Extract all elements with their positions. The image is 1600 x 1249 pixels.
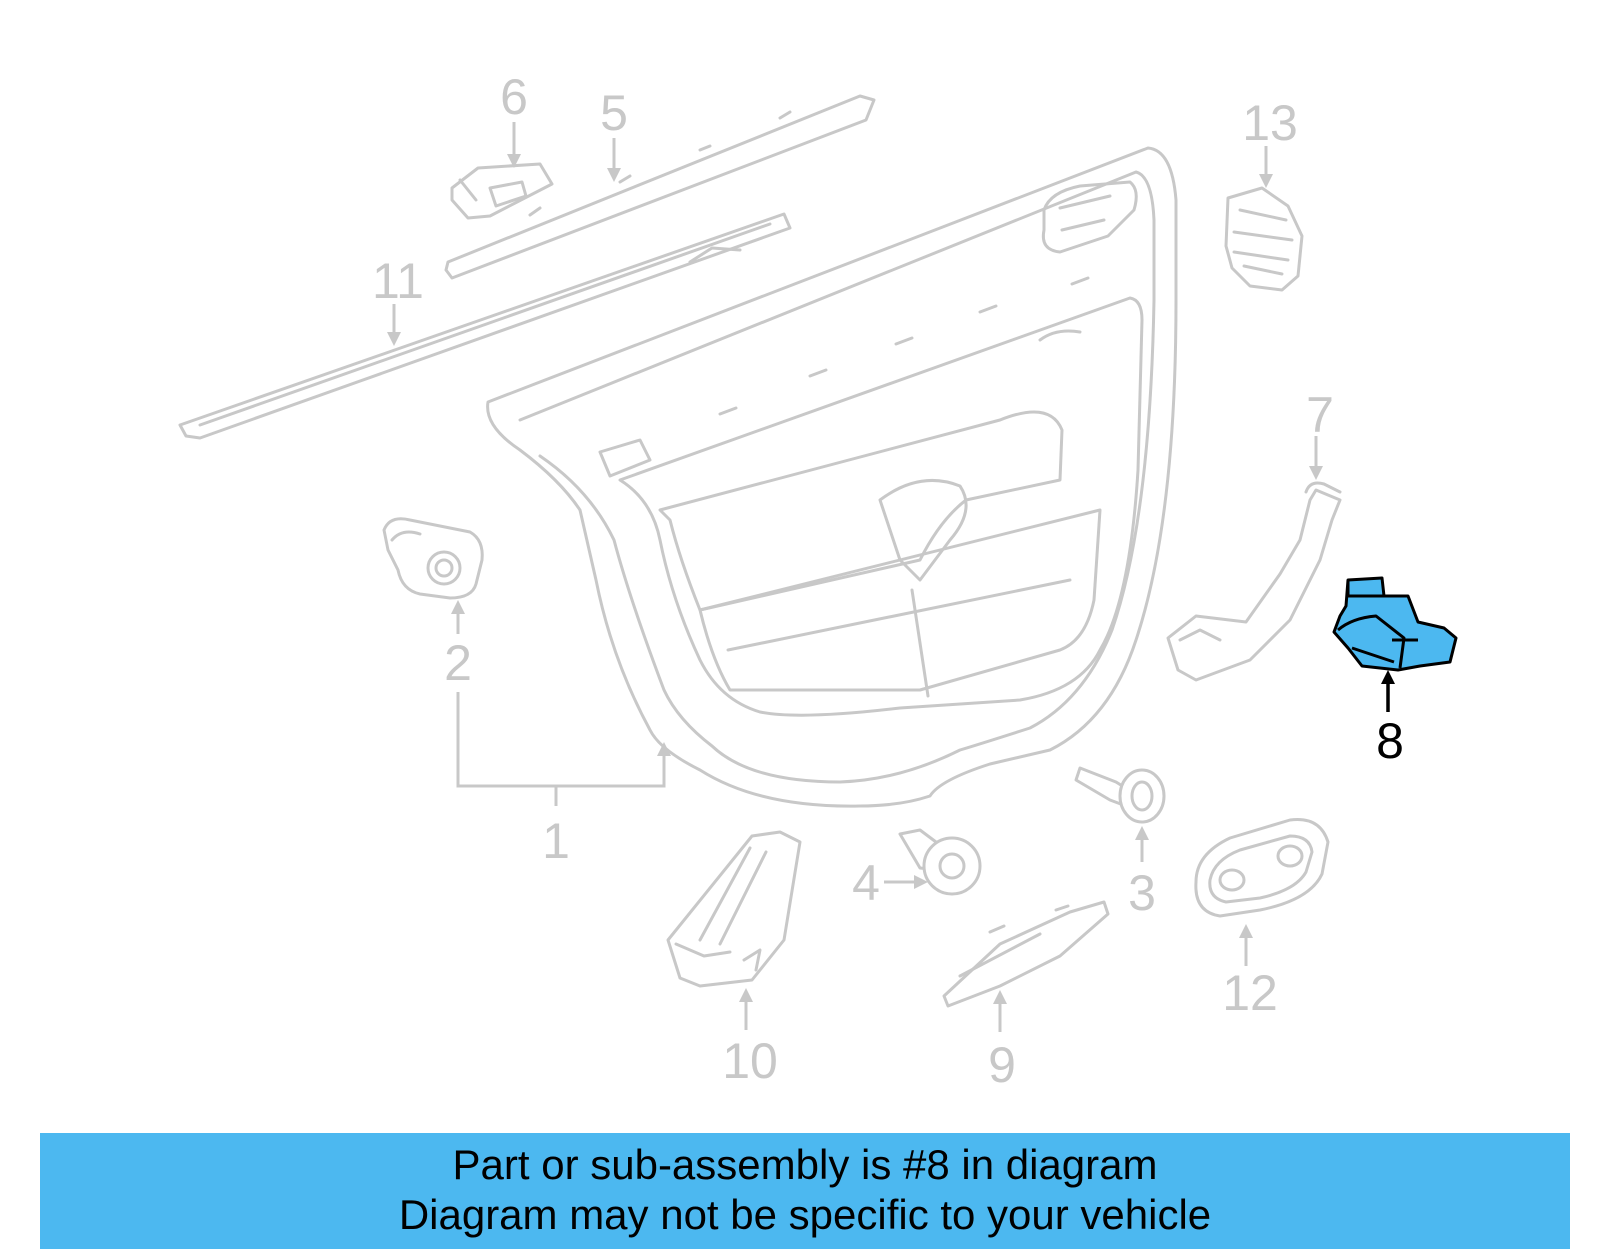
- callout-9: 9: [988, 1037, 1016, 1093]
- part-5-window-molding: [444, 94, 876, 280]
- part-10-armrest: [666, 830, 802, 988]
- callout-5: 5: [600, 85, 628, 141]
- part-1-door-trim-panel: [486, 146, 1178, 808]
- part-9-trim-insert: [942, 900, 1110, 1008]
- part-2-clip: [382, 517, 484, 600]
- callout-labels: 6 5 11 13 7 2 1 4 3 12 10 9 8: [372, 69, 1404, 1093]
- part-4-grommet: [898, 828, 982, 896]
- part-11-trim-strip: [178, 212, 792, 440]
- callout-8: 8: [1376, 713, 1404, 769]
- callout-1: 1: [542, 813, 570, 869]
- part-7-pull-handle: [1166, 481, 1342, 682]
- leader-arrows: [387, 122, 1395, 1032]
- callout-7: 7: [1306, 387, 1334, 443]
- part-13-switch-module: [1224, 186, 1304, 292]
- callout-11: 11: [372, 253, 424, 309]
- part-8-highlighted: [1332, 576, 1458, 672]
- callout-6: 6: [500, 69, 528, 125]
- callout-4: 4: [852, 855, 880, 911]
- callout-10: 10: [722, 1033, 778, 1089]
- part-6-switch-bracket: [450, 162, 554, 220]
- banner-line-1: Part or sub-assembly is #8 in diagram: [452, 1141, 1158, 1188]
- part-12-handle-bezel: [1194, 817, 1330, 918]
- banner-line-2: Diagram may not be specific to your vehi…: [398, 1191, 1212, 1238]
- part-3-push-pin: [1074, 766, 1166, 824]
- callout-3: 3: [1128, 865, 1156, 921]
- callout-2: 2: [444, 635, 472, 691]
- callout-13: 13: [1242, 95, 1298, 151]
- callout-12: 12: [1222, 965, 1278, 1021]
- info-banner: Part or sub-assembly is #8 in diagram Di…: [40, 1133, 1570, 1249]
